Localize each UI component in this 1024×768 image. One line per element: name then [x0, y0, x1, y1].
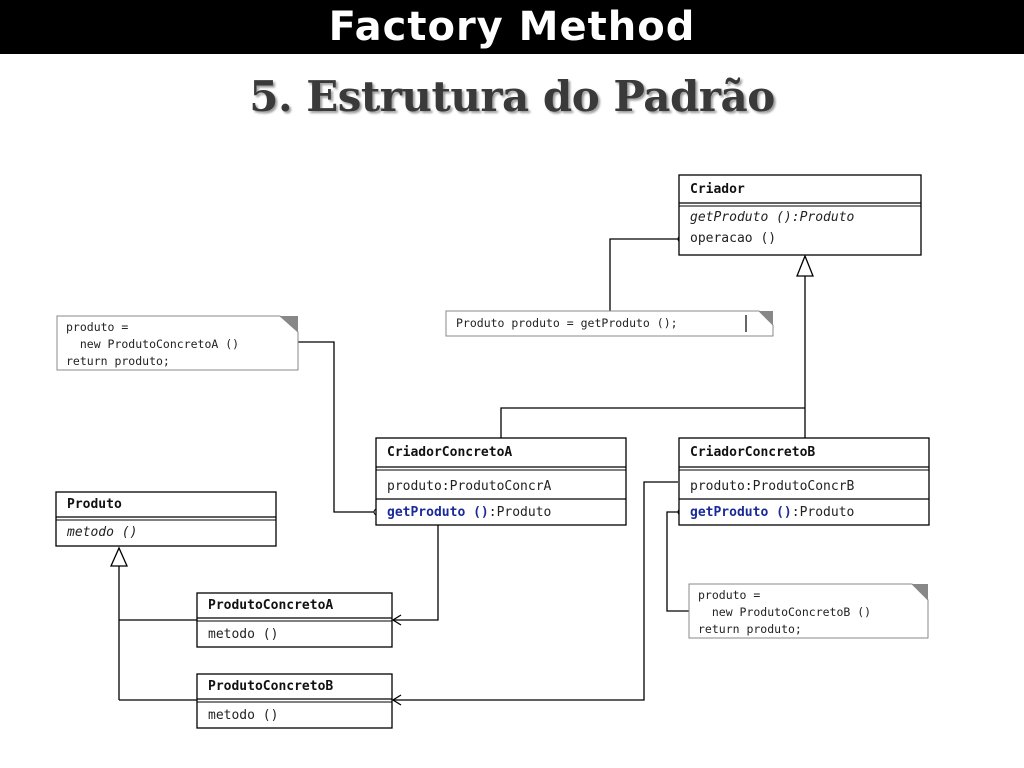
note-criador: Produto produto = getProduto ();: [445, 310, 774, 337]
class-name: CriadorConcretoB: [690, 445, 815, 460]
produto-generalization-arrow: [109, 546, 129, 567]
note-line: return produto;: [66, 354, 170, 368]
class-criador: Criador getProduto ():Produto operacao (…: [678, 174, 922, 256]
dependency-b-arrowhead: [391, 694, 402, 706]
note-criador-concreto-b: produto = new ProdutoConcretoB () return…: [688, 583, 929, 639]
operation-get-produto: getProduto ():Produto: [387, 505, 551, 520]
class-name: Produto: [67, 497, 122, 512]
criador-note-connector: [609, 238, 678, 311]
class-produto: Produto metodo (): [55, 491, 277, 547]
class-produto-concreto-b: ProdutoConcretoB metodo (): [196, 673, 393, 729]
note-criador-concreto-a: produto = new ProdutoConcretoA () return…: [56, 315, 299, 371]
title-bar: Factory Method: [0, 0, 1024, 54]
operation-metodo: metodo (): [66, 525, 137, 540]
note-line: produto =: [698, 588, 760, 602]
operation-operacao: operacao (): [690, 231, 776, 246]
operation-metodo: metodo (): [208, 708, 278, 723]
class-name: Criador: [690, 182, 745, 197]
note-line: produto =: [66, 320, 128, 334]
operation-get-produto: getProduto ():Produto: [690, 210, 855, 225]
concreto-a-note-connector: [298, 341, 374, 513]
section-heading: 5. Estrutura do Padrão: [249, 72, 775, 121]
attribute-produto: produto:ProdutoConcrB: [690, 479, 855, 494]
operation-get-produto: getProduto ():Produto: [690, 505, 854, 520]
concreto-b-note-connector: [666, 511, 689, 612]
note-line: Produto produto = getProduto ();: [456, 316, 678, 330]
criador-concreto-a-generalization: [500, 407, 805, 438]
operation-metodo: metodo (): [208, 627, 278, 642]
class-produto-concreto-a: ProdutoConcretoA metodo (): [196, 592, 393, 648]
note-line: new ProdutoConcretoB (): [698, 605, 871, 619]
attribute-produto: produto:ProdutoConcrA: [387, 479, 552, 494]
class-criador-concreto-b: CriadorConcretoB produto:ProdutoConcrB g…: [678, 437, 930, 526]
class-criador-concreto-a: CriadorConcretoA produto:ProdutoConcrA g…: [375, 437, 627, 526]
dependency-a-arrowhead: [391, 614, 402, 626]
class-name: CriadorConcretoA: [387, 445, 512, 460]
criador-generalization-arrow: [796, 254, 814, 277]
class-name: ProdutoConcretoA: [208, 598, 333, 613]
dependency-a-line: [393, 525, 439, 621]
note-line: return produto;: [698, 622, 802, 636]
page-title: Factory Method: [328, 4, 696, 50]
class-name: ProdutoConcretoB: [208, 679, 333, 694]
dependency-b-line: [393, 481, 678, 701]
note-line: new ProdutoConcretoA (): [66, 337, 239, 351]
